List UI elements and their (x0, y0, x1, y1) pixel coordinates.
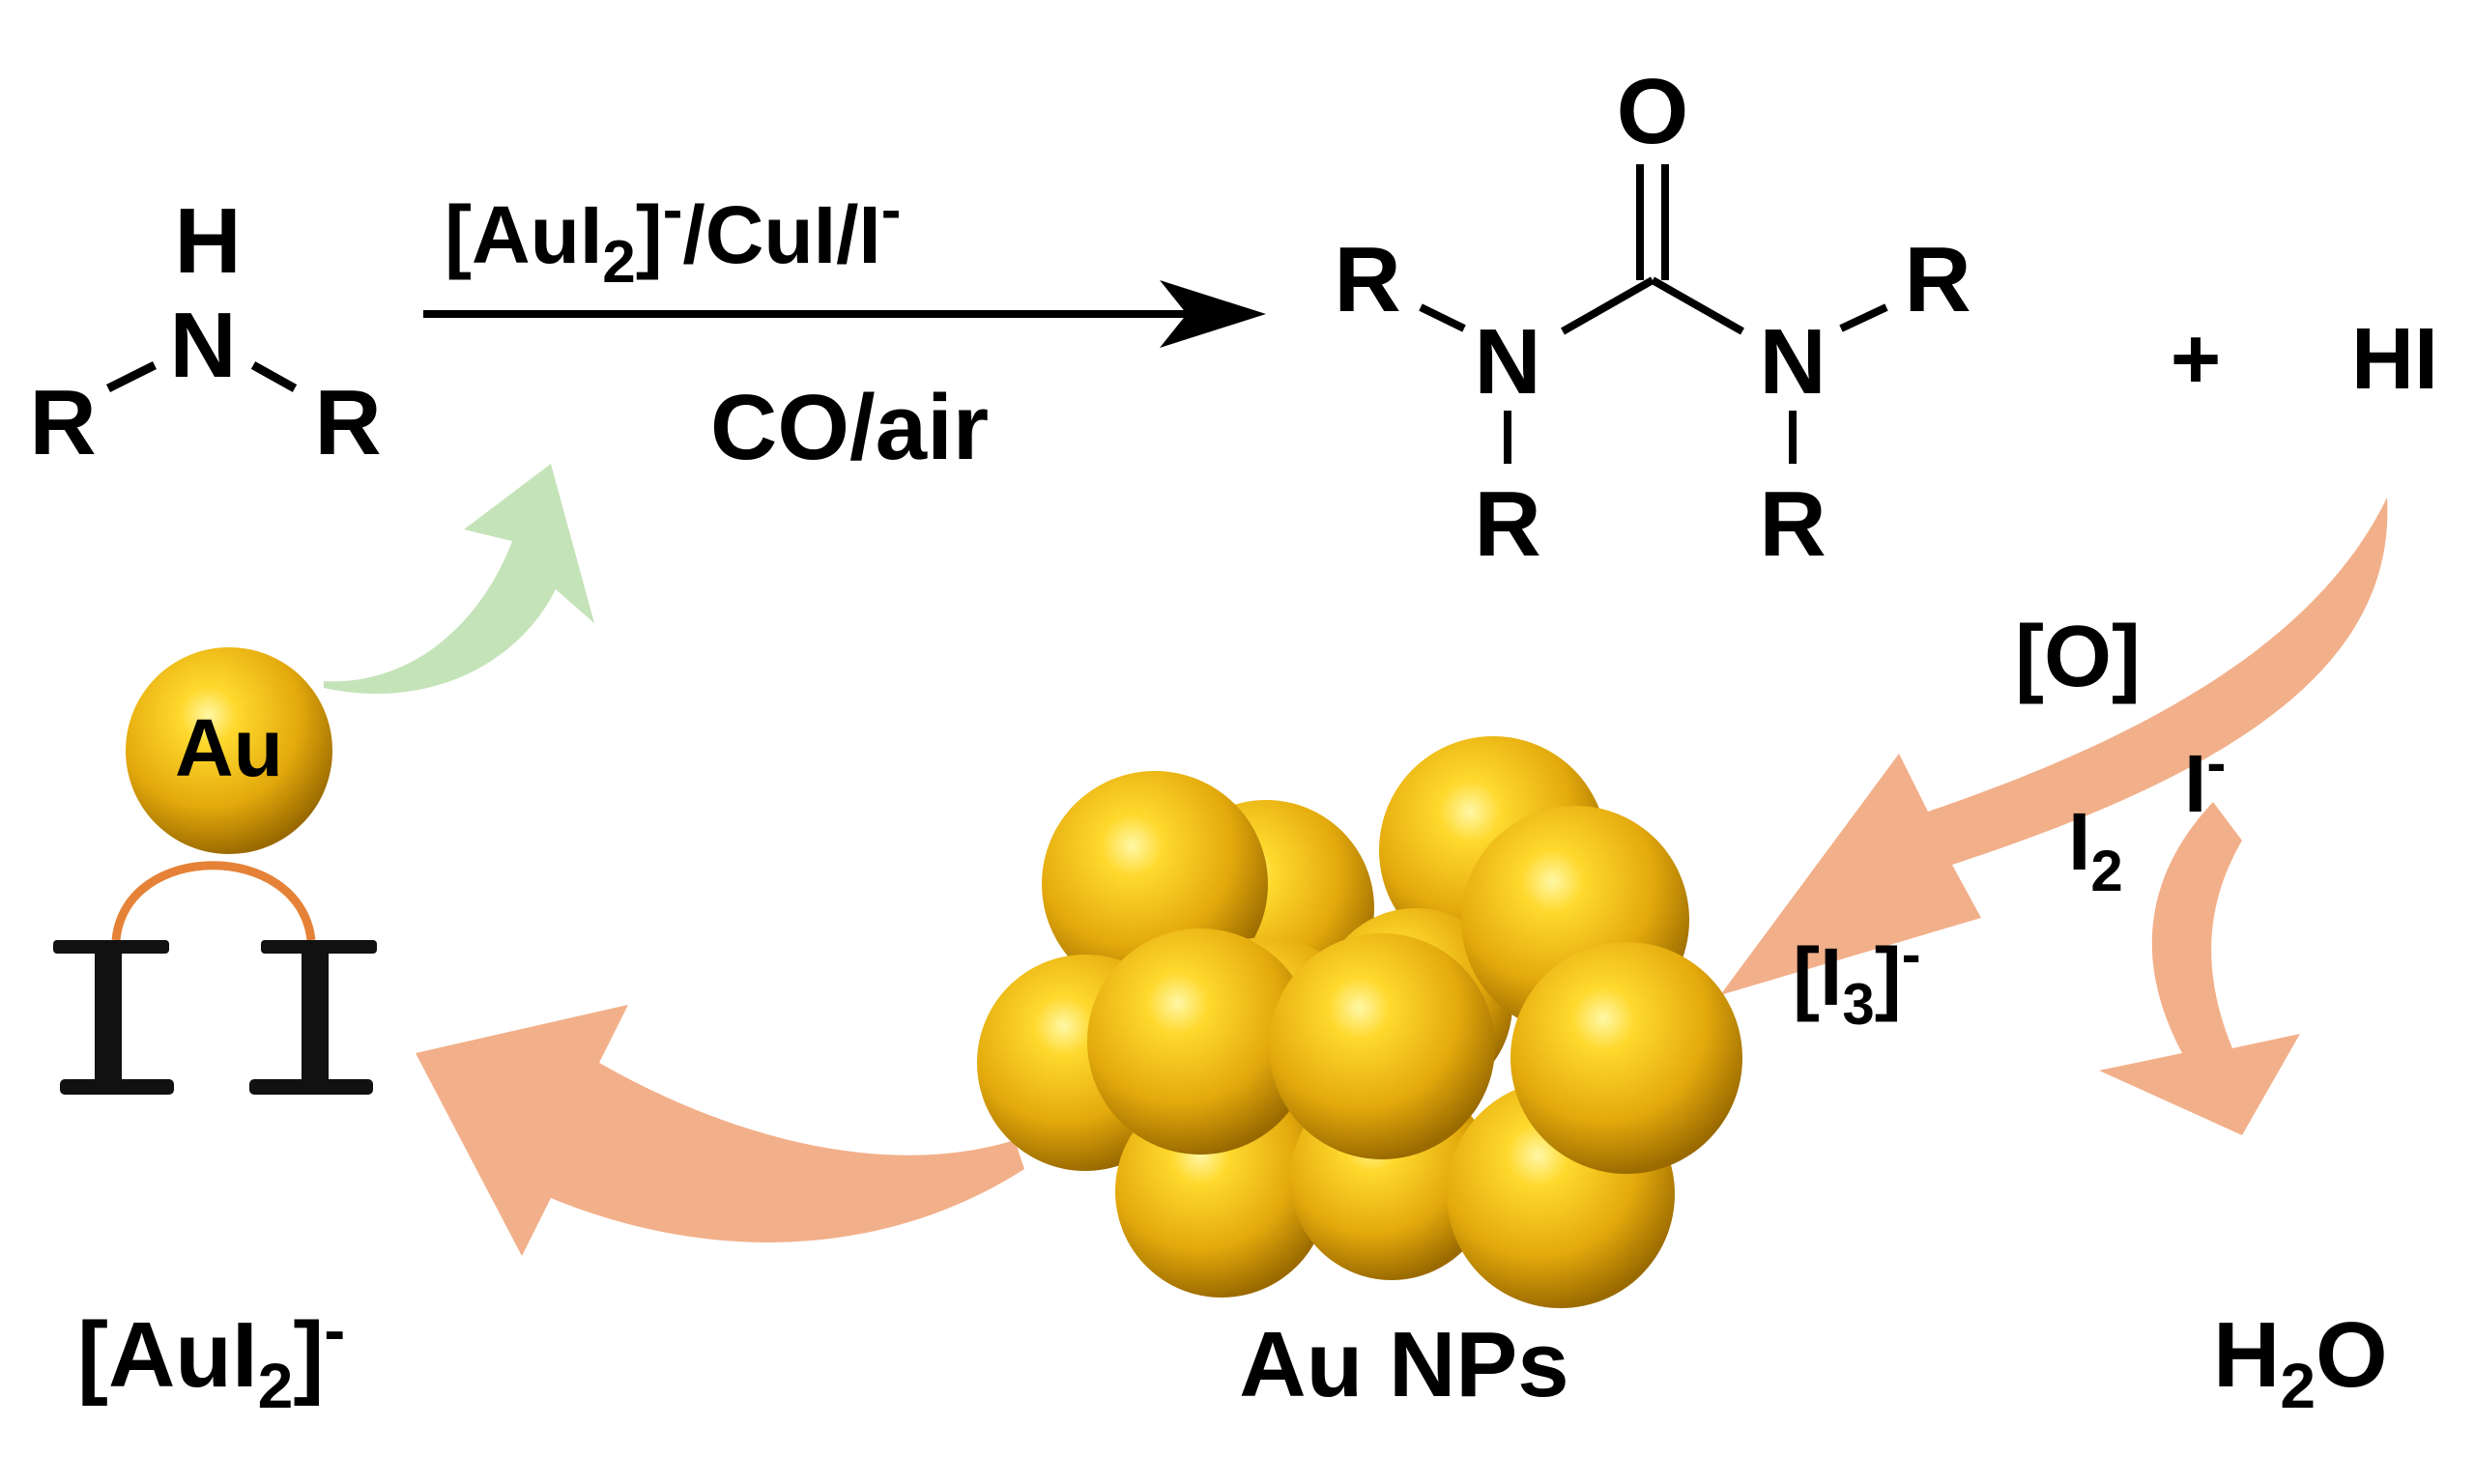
urea-n-right-label: N (1759, 310, 1826, 414)
oxidation-arrow (1720, 498, 2388, 995)
secondary-amine-structure: H N R R (29, 189, 381, 474)
au-atom (126, 647, 332, 854)
reagent-label: [AuI2]-/CuI/I- (445, 177, 901, 296)
amine-r-right-label: R (314, 371, 381, 474)
au-i2-complex: Au (53, 647, 377, 1095)
iodine-glyph-right (249, 940, 377, 1095)
iodine-label: I2 (2068, 796, 2123, 903)
aui2-label: [AuI2]- (77, 1294, 345, 1421)
ligand-arc (111, 861, 316, 941)
urea-bond-right (1651, 276, 1744, 335)
conditions-label: CO/air (710, 376, 989, 479)
urea-bond-r-topleft (1419, 303, 1466, 332)
gold-sphere (1269, 933, 1495, 1159)
hi-label: HI (2351, 311, 2438, 408)
catalysis-arrow (324, 464, 594, 695)
urea-bond-left (1561, 276, 1654, 335)
water-label: H2O (2213, 1303, 2388, 1421)
amine-bond-right (250, 361, 298, 392)
urea-r-topleft-label: R (1334, 228, 1400, 331)
urea-o-label: O (1617, 60, 1689, 163)
iodide-label: I- (2184, 730, 2226, 829)
gold-nanoparticle-cluster (977, 736, 1742, 1308)
oxidant-label: [O] (2015, 609, 2141, 705)
triiodide-label: [I3]- (1793, 922, 1921, 1037)
amine-n-label: N (169, 294, 236, 397)
nanoparticles-label: Au NPs (1239, 1313, 1568, 1416)
urea-r-bottomleft-label: R (1474, 472, 1540, 576)
dissolution-arrow (416, 1005, 1024, 1256)
gold-sphere (1510, 942, 1742, 1174)
iodine-glyph-left (53, 940, 174, 1095)
au-atom-label: Au (175, 702, 283, 793)
reaction-arrowhead (1160, 280, 1266, 348)
urea-product-structure: O N N R R R R (1334, 60, 1971, 576)
amine-r-left-label: R (29, 371, 96, 474)
gold-sphere (1087, 928, 1313, 1155)
urea-r-bottomright-label: R (1759, 472, 1826, 576)
water-branch-arrow (2099, 802, 2300, 1135)
urea-n-left-label: N (1474, 310, 1540, 414)
urea-bond-r-topright (1839, 303, 1888, 332)
amine-bond-left (105, 360, 158, 393)
amine-h-label: H (174, 189, 241, 293)
reaction-arrow-group: [AuI2]-/CuI/I- CO/air (423, 177, 1266, 479)
plus-sign: + (2171, 311, 2222, 408)
urea-r-topright-label: R (1904, 228, 1971, 331)
